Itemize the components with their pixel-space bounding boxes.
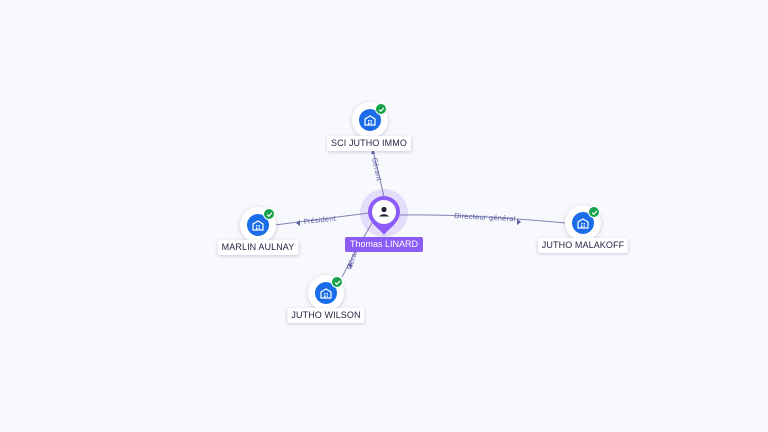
company-avatar <box>247 214 269 236</box>
arrow-icon <box>517 219 521 225</box>
person-icon <box>378 206 390 217</box>
company-label-marlin[interactable]: MARLIN AULNAY <box>217 240 299 255</box>
arrow-icon <box>296 220 300 226</box>
edge-malakoff: Directeur général <box>399 212 567 225</box>
verified-check-icon <box>331 276 343 288</box>
arrow-icon <box>371 149 375 154</box>
company-label-wilson[interactable]: JUTHO WILSON <box>287 308 365 323</box>
edge-label-malakoff: Directeur général <box>454 212 516 223</box>
company-label-sci[interactable]: SCI JUTHO IMMO <box>327 136 411 151</box>
verified-check-icon <box>375 103 387 115</box>
edge-label-sci: Gérant <box>370 157 383 182</box>
company-avatar <box>572 212 594 234</box>
company-label-malakoff[interactable]: JUTHO MALAKOFF <box>537 238 629 253</box>
person-pin[interactable] <box>366 195 402 237</box>
verified-check-icon <box>588 206 600 218</box>
building-icon <box>577 218 589 229</box>
edge-label-marlin: Président <box>303 215 337 226</box>
building-icon <box>364 115 376 126</box>
edge-marlin: Président <box>274 212 370 226</box>
company-avatar <box>315 282 337 304</box>
arrow-icon <box>348 263 353 268</box>
company-avatar <box>359 109 381 131</box>
person-label[interactable]: Thomas LINARD <box>344 237 424 252</box>
building-icon <box>252 220 264 231</box>
building-icon <box>320 288 332 299</box>
verified-check-icon <box>263 208 275 220</box>
